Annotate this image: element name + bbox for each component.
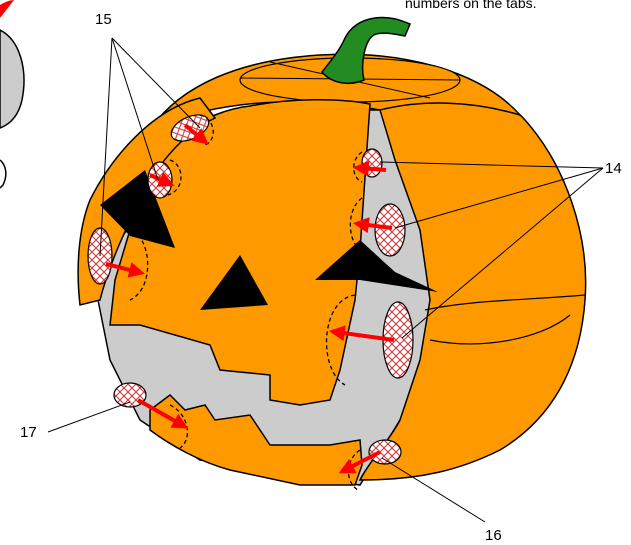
label-17: 17 <box>20 424 37 441</box>
note-text: numbers on the tabs. <box>405 0 537 11</box>
label-15: 15 <box>95 11 112 28</box>
label-14: 14 <box>605 160 622 177</box>
adjacent-piece-left <box>0 0 24 188</box>
label-16: 16 <box>485 527 502 544</box>
